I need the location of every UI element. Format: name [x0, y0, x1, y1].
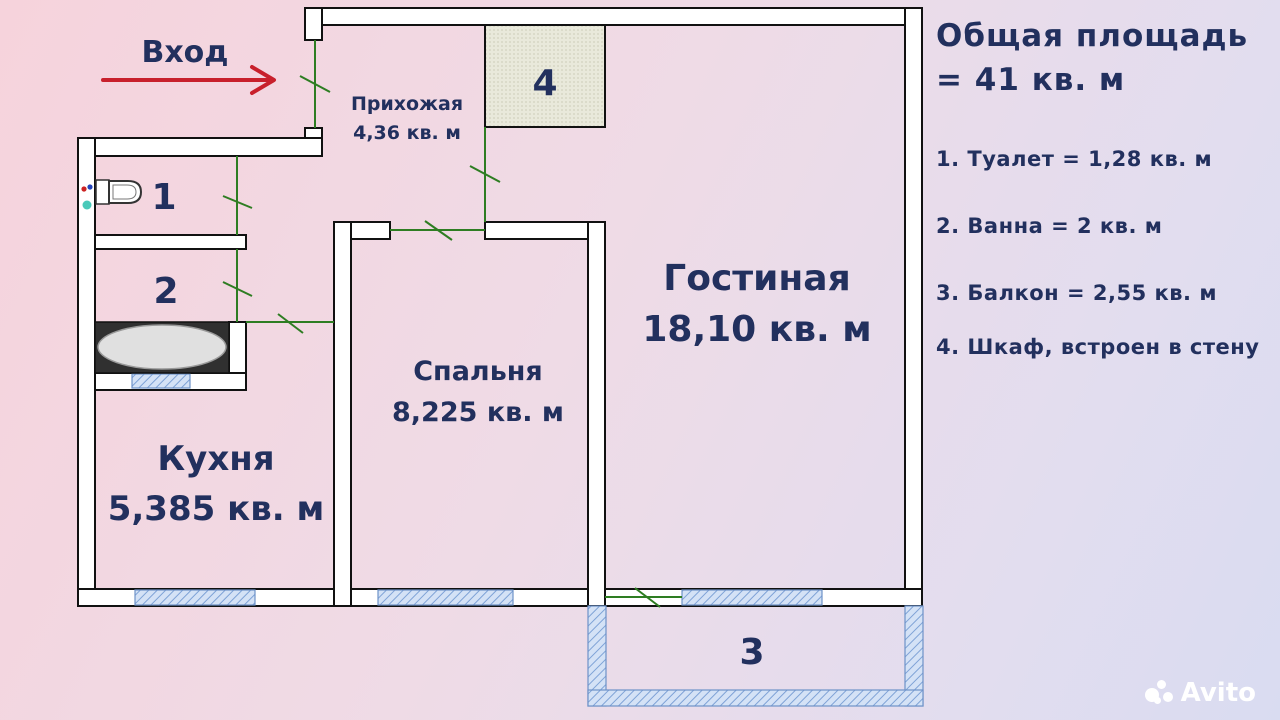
legend-item-closet: 4. Шкаф, встроен в стену — [936, 335, 1260, 359]
living-area: 18,10 кв. м — [642, 309, 871, 350]
balcony — [587, 605, 924, 707]
bedroom-window — [377, 589, 514, 606]
doors — [222, 40, 682, 608]
bathtub-icon — [94, 321, 230, 374]
bedroom-area: 8,225 кв. м — [392, 397, 564, 428]
area-info-panel: Общая площадь = 41 кв. м 1. Туалет = 1,2… — [936, 14, 1266, 364]
avito-watermark: Avito — [1144, 678, 1256, 708]
legend-item-bath: 2. Ванна = 2 кв. м — [936, 214, 1163, 238]
living-name: Гостиная — [663, 258, 850, 299]
toilet-icon — [81, 179, 143, 210]
bedroom-name: Спальня — [413, 356, 543, 387]
bath-number: 2 — [153, 271, 178, 312]
entrance-arrow-icon — [101, 65, 276, 95]
entrance-label: Вход — [141, 35, 228, 70]
kitchen-window — [134, 589, 256, 606]
total-area-title: Общая площадь — [936, 18, 1249, 54]
legend-item-toilet: 1. Туалет = 1,28 кв. м — [936, 147, 1213, 171]
total-area: Общая площадь = 41 кв. м — [936, 14, 1266, 102]
floor-plan: Вход Прихожая 4,36 кв. м 4 1 2 Гостиная … — [77, 7, 924, 707]
hallway-area: 4,36 кв. м — [353, 122, 461, 144]
toilet-number: 1 — [151, 177, 176, 218]
balcony-number: 3 — [739, 632, 764, 673]
closet — [484, 24, 606, 128]
legend-item-balcony: 3. Балкон = 2,55 кв. м — [936, 281, 1217, 305]
windows — [131, 373, 823, 606]
kitchen-area: 5,385 кв. м — [108, 489, 325, 529]
avito-logo-icon — [1144, 680, 1175, 706]
bath-vent-window — [131, 373, 191, 389]
hallway-name: Прихожая — [351, 93, 463, 115]
kitchen-name: Кухня — [157, 439, 274, 479]
closet-number: 4 — [532, 63, 557, 104]
total-area-value: = 41 кв. м — [936, 62, 1126, 98]
avito-text: Avito — [1180, 678, 1256, 708]
living-window — [681, 589, 823, 606]
